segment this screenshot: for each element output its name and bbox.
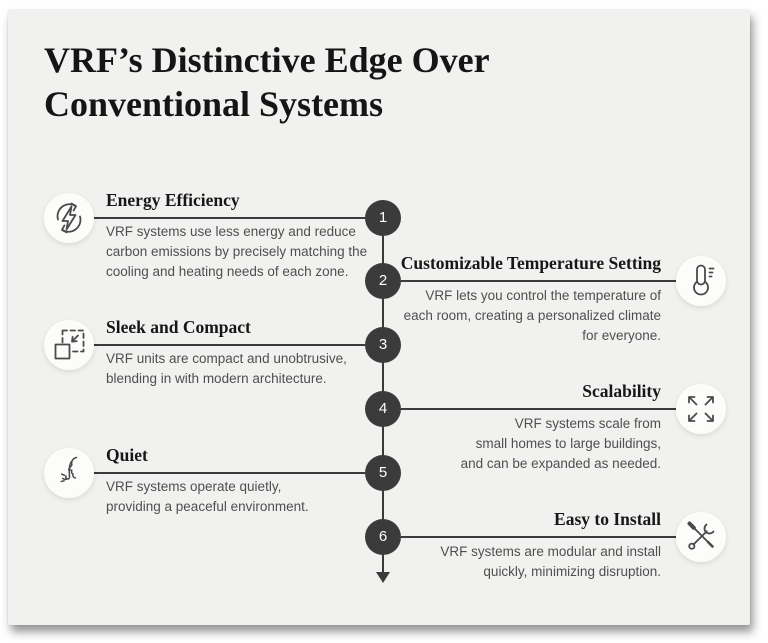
step-description: VRF systems operate quietly, providing a… <box>106 479 309 514</box>
shrink-square-icon <box>54 329 85 360</box>
step-heading: Customizable Temperature Setting <box>400 253 661 273</box>
step-number: 1 <box>378 209 388 226</box>
step-heading: Sleek and Compact <box>106 317 251 337</box>
tools-icon <box>687 521 715 550</box>
step-description: VRF systems use less energy and reduce c… <box>106 224 368 279</box>
step-heading: Easy to Install <box>554 509 661 529</box>
step-number: 4 <box>378 400 388 417</box>
step-heading: Scalability <box>582 381 661 401</box>
step-icon-badge <box>676 512 726 562</box>
connector-step-2 <box>401 280 676 282</box>
step-heading: Energy Efficiency <box>106 190 240 210</box>
step-icon-badge <box>676 384 726 434</box>
step-description: VRF systems scale from small homes to la… <box>460 416 661 471</box>
connector-step-1 <box>93 217 365 219</box>
energy-cycle-icon <box>56 202 82 234</box>
step-number-badge: 4 <box>365 391 401 427</box>
step-number-badge: 2 <box>365 263 401 299</box>
step-number: 5 <box>378 464 388 481</box>
connector-step-4 <box>401 408 676 410</box>
expand-arrows-icon <box>688 396 714 422</box>
step-number-badge: 6 <box>365 519 401 555</box>
step-number: 6 <box>378 528 388 545</box>
step-heading: Quiet <box>106 445 148 465</box>
step-icon-badge <box>676 256 726 306</box>
step-description: VRF systems are modular and install quic… <box>440 544 661 579</box>
step-number: 2 <box>378 272 388 289</box>
timeline-arrow-icon <box>376 572 390 583</box>
step-icon-badge <box>44 320 94 370</box>
shush-icon <box>60 456 78 483</box>
step-icon-badge <box>44 193 94 243</box>
step-description: VRF lets you control the temperature of … <box>403 288 661 343</box>
step-number-badge: 3 <box>365 327 401 363</box>
thermometer-icon <box>693 264 715 296</box>
connector-step-5 <box>93 472 365 474</box>
step-number-badge: 5 <box>365 455 401 491</box>
step-description: VRF units are compact and unobtrusive, b… <box>106 351 347 386</box>
connector-step-6 <box>401 536 676 538</box>
step-icon-badge <box>44 448 94 498</box>
page-title: VRF’s Distinctive Edge Over Conventional… <box>44 40 490 124</box>
connector-step-3 <box>93 344 365 346</box>
step-number: 3 <box>378 336 388 353</box>
step-number-badge: 1 <box>365 200 401 236</box>
